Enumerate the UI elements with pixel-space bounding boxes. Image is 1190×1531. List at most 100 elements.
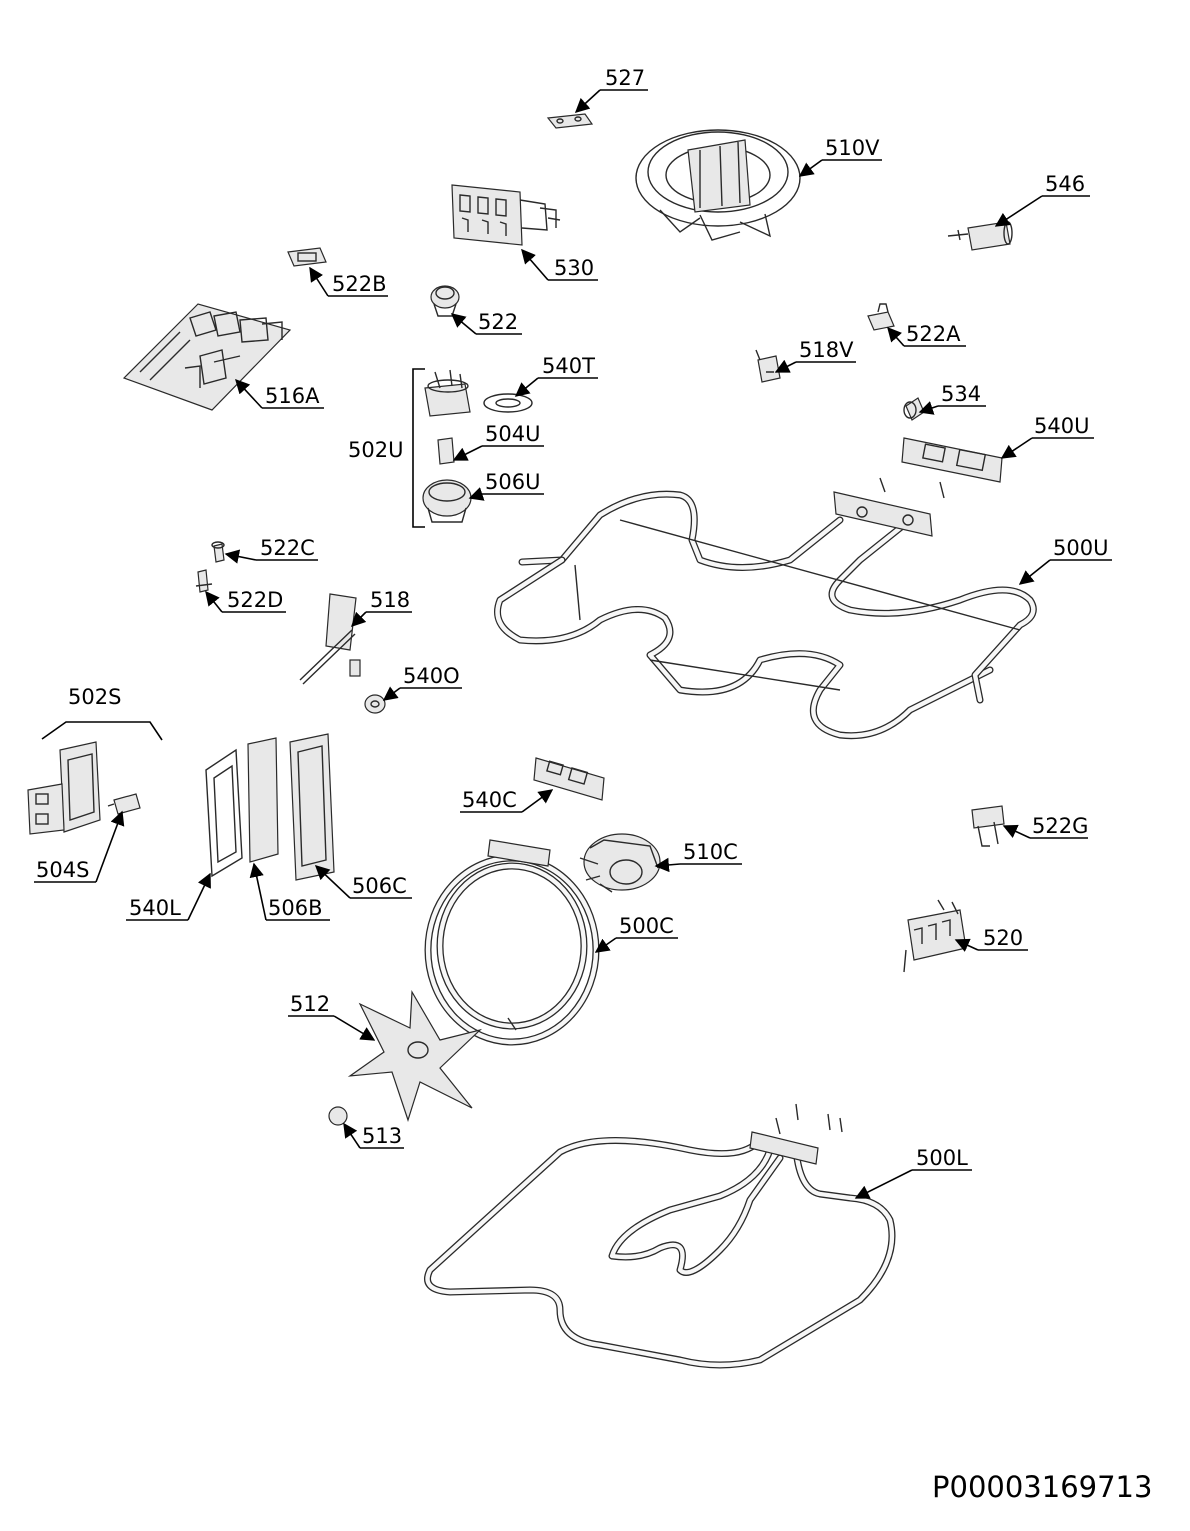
label-500L: 500L <box>916 1146 968 1170</box>
label-540U: 540U <box>1034 414 1089 438</box>
callout-502S: 502S <box>68 685 121 709</box>
label-540T: 540T <box>542 354 595 378</box>
label-504U: 504U <box>485 422 540 446</box>
document-id: P00003169713 <box>932 1470 1152 1504</box>
callout-506B: 506B <box>249 862 330 921</box>
part-522A-clip <box>867 303 895 331</box>
part-527-bracket <box>546 113 594 129</box>
label-518V: 518V <box>799 338 854 362</box>
label-512: 512 <box>290 992 330 1016</box>
callout-540C: 540C <box>460 788 554 813</box>
label-500U: 500U <box>1053 536 1108 560</box>
callout-512: 512 <box>288 992 376 1041</box>
label-502U: 502U <box>348 438 403 462</box>
label-530: 530 <box>554 256 594 280</box>
label-540L: 540L <box>129 896 181 920</box>
callout-506U: 506U <box>468 470 544 501</box>
label-516A: 516A <box>265 384 320 408</box>
label-518: 518 <box>370 588 410 612</box>
part-510V-fan-motor <box>635 129 801 241</box>
label-513: 513 <box>362 1124 402 1148</box>
part-504U-lamp-bulb <box>437 437 455 465</box>
part-540L-gasket <box>205 748 243 878</box>
callout-518V: 518V <box>774 338 856 373</box>
label-522D: 522D <box>227 588 283 612</box>
callout-522D: 522D <box>205 588 286 613</box>
part-506U-lamp-cover <box>422 479 472 523</box>
label-527: 527 <box>605 66 645 90</box>
label-506C: 506C <box>352 874 407 898</box>
part-540C-seal-plate <box>533 757 605 801</box>
label-522B: 522B <box>332 272 387 296</box>
label-522C: 522C <box>260 536 315 560</box>
group-bracket-502U <box>412 368 425 528</box>
label-504S: 504S <box>36 858 89 882</box>
callout-540U: 540U <box>1000 414 1094 459</box>
callout-522G: 522G <box>1002 814 1088 839</box>
label-546: 546 <box>1045 172 1085 196</box>
callout-530: 530 <box>521 248 598 281</box>
part-522B-clip <box>287 247 327 267</box>
callout-518: 518 <box>350 588 412 628</box>
callout-522B: 522B <box>309 266 388 297</box>
label-510C: 510C <box>683 840 738 864</box>
part-516A-control-board <box>122 303 292 411</box>
label-500C: 500C <box>619 914 674 938</box>
part-518-thermostat <box>299 593 361 685</box>
callout-504U: 504U <box>452 422 544 461</box>
part-522-fitting <box>430 285 460 317</box>
part-520-switch <box>903 899 967 973</box>
part-530-terminal-block <box>451 184 561 246</box>
label-522G: 522G <box>1032 814 1088 838</box>
part-500L-bottom-heating-element <box>424 1103 896 1369</box>
part-534-cap <box>903 397 925 421</box>
callout-540O: 540O <box>382 664 462 701</box>
part-518V-clip <box>755 349 781 383</box>
callout-516A: 516A <box>235 378 324 409</box>
callout-522A: 522A <box>887 322 966 347</box>
part-513-nut <box>328 1106 348 1126</box>
callout-527: 527 <box>574 66 648 113</box>
part-500C-circular-heating-element <box>424 839 600 1046</box>
label-506B: 506B <box>268 896 323 920</box>
part-540O-washer <box>364 694 386 714</box>
callout-522C: 522C <box>224 536 318 564</box>
group-bracket-502S <box>41 721 163 741</box>
callout-522: 522 <box>450 310 522 335</box>
part-502S-lamp-housing <box>27 741 101 835</box>
callout-513: 513 <box>343 1122 404 1149</box>
callout-500C: 500C <box>594 914 678 953</box>
callout-510V: 510V <box>798 136 882 177</box>
part-522C-pin <box>211 541 225 563</box>
callout-502U: 502U <box>348 438 403 462</box>
part-540T-gasket <box>483 393 533 413</box>
label-520: 520 <box>983 926 1023 950</box>
callout-506C: 506C <box>314 865 412 899</box>
part-512-fan-blade <box>347 989 483 1122</box>
callout-540T: 540T <box>514 354 598 397</box>
part-502U-lamp-holder <box>424 369 471 417</box>
label-540O: 540O <box>403 664 460 688</box>
part-504S-lamp-bulb <box>107 793 141 815</box>
part-546-component <box>947 221 1013 251</box>
part-506B-glass <box>247 737 279 863</box>
part-506C-frame <box>289 733 335 881</box>
callout-500L: 500L <box>854 1146 972 1199</box>
part-522D-pin <box>195 569 213 593</box>
part-510C-convection-motor <box>579 833 661 893</box>
callout-510C: 510C <box>654 840 742 873</box>
callout-540L: 540L <box>126 872 211 921</box>
callout-504S: 504S <box>34 810 125 883</box>
part-522G-clip <box>971 805 1005 847</box>
label-540C: 540C <box>462 788 517 812</box>
label-534: 534 <box>941 382 981 406</box>
callout-546: 546 <box>994 172 1090 227</box>
callout-500U: 500U <box>1018 536 1112 585</box>
callout-534: 534 <box>918 382 986 415</box>
label-502S: 502S <box>68 685 121 709</box>
label-506U: 506U <box>485 470 540 494</box>
label-522: 522 <box>478 310 518 334</box>
part-540U-seal-plate <box>901 437 1003 483</box>
part-500U-top-heating-element <box>494 477 1037 740</box>
